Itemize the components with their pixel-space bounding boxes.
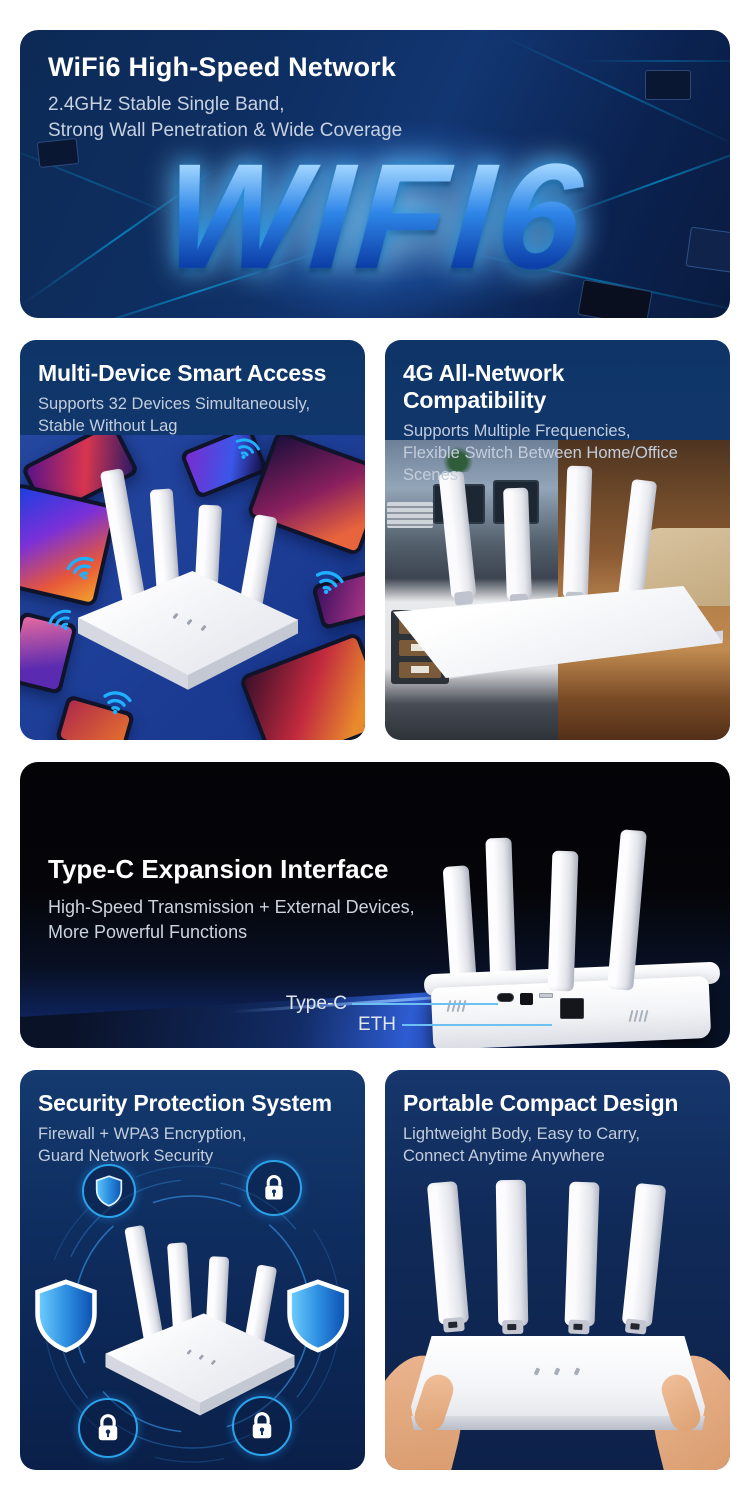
compatibility-subtitle: Supports Multiple Frequencies, Flexible … bbox=[403, 421, 712, 486]
security-subtitle: Firewall + WPA3 Encryption, Guard Networ… bbox=[38, 1124, 347, 1168]
multi-device-title: Multi-Device Smart Access bbox=[38, 360, 327, 386]
drawer-label bbox=[411, 644, 429, 651]
router-top bbox=[393, 586, 723, 678]
multi-device-scene bbox=[20, 435, 365, 740]
router-edge bbox=[411, 1416, 705, 1430]
eth-port bbox=[560, 998, 584, 1019]
antenna bbox=[564, 1181, 600, 1327]
compatibility-scene bbox=[385, 440, 730, 740]
shield-icon bbox=[30, 1279, 102, 1353]
antenna bbox=[426, 1180, 470, 1326]
sim-slot bbox=[539, 993, 553, 998]
portable-subtitle-line2: Connect Anytime Anywhere bbox=[403, 1146, 605, 1165]
wifi-icon bbox=[48, 609, 71, 631]
typec-callout-line bbox=[352, 1003, 498, 1005]
compatibility-header: 4G All-Network Compatibility Supports Mu… bbox=[385, 340, 730, 486]
portable-scene bbox=[385, 1158, 730, 1470]
portable-title: Portable Compact Design bbox=[403, 1090, 679, 1116]
router-top bbox=[411, 1336, 705, 1422]
drawer bbox=[399, 662, 441, 678]
plant-graphic bbox=[443, 446, 473, 472]
hero-subtitle: 2.4GHz Stable Single Band, Strong Wall P… bbox=[48, 92, 402, 144]
security-subtitle-line2: Guard Network Security bbox=[38, 1146, 214, 1165]
multi-device-subtitle-line2: Stable Without Lag bbox=[38, 416, 178, 435]
security-title: Security Protection System bbox=[38, 1090, 332, 1116]
wifi-icon bbox=[235, 438, 260, 459]
antenna bbox=[547, 850, 579, 992]
typec-title: Type-C Expansion Interface bbox=[48, 854, 389, 884]
compatibility-panel: 4G All-Network Compatibility Supports Mu… bbox=[385, 340, 730, 740]
wifi6-glow-text: WIFI6 bbox=[20, 126, 730, 306]
lock-icon bbox=[232, 1396, 292, 1456]
compatibility-subtitle-line2: Flexible Switch Between Home/Office Scen… bbox=[403, 443, 678, 484]
router-graphic bbox=[105, 1220, 295, 1422]
hero-title: WiFi6 High-Speed Network bbox=[48, 52, 397, 82]
typec-header: Type-C Expansion Interface High-Speed Tr… bbox=[48, 854, 415, 945]
antenna bbox=[124, 1224, 165, 1349]
paper-stack-graphic bbox=[387, 502, 433, 528]
hero-panel: WiFi6 High-Speed Network 2.4GHz Stable S… bbox=[20, 30, 730, 318]
security-header: Security Protection System Firewall + WP… bbox=[20, 1070, 365, 1168]
vent-grille bbox=[628, 1009, 649, 1023]
glow-effect bbox=[170, 120, 610, 318]
lock-icon bbox=[78, 1398, 138, 1458]
eth-callout-label: ETH bbox=[358, 1014, 396, 1035]
shield-icon bbox=[282, 1279, 354, 1353]
security-scene bbox=[20, 1160, 365, 1470]
typec-port bbox=[497, 993, 514, 1002]
portable-subtitle-line1: Lightweight Body, Easy to Carry, bbox=[403, 1125, 640, 1143]
portable-subtitle: Lightweight Body, Easy to Carry, Connect… bbox=[403, 1124, 712, 1168]
antenna bbox=[495, 1179, 529, 1327]
portable-header: Portable Compact Design Lightweight Body… bbox=[385, 1070, 730, 1168]
security-subtitle-line1: Firewall + WPA3 Encryption, bbox=[38, 1125, 247, 1143]
typec-panel: Type-C Expansion Interface High-Speed Tr… bbox=[20, 762, 730, 1048]
hero-subtitle-line2: Strong Wall Penetration & Wide Coverage bbox=[48, 120, 403, 142]
router-leds bbox=[533, 1367, 581, 1376]
power-port bbox=[520, 993, 533, 1005]
typec-subtitle: High-Speed Transmission + External Devic… bbox=[48, 895, 415, 945]
antenna bbox=[485, 837, 517, 991]
wifi6-front-text: WIFI6 bbox=[159, 126, 592, 306]
multi-device-subtitle-line1: Supports 32 Devices Simultaneously, bbox=[38, 395, 311, 413]
compatibility-title: 4G All-Network Compatibility bbox=[403, 360, 565, 413]
shield-icon bbox=[82, 1164, 136, 1218]
wifi-icon bbox=[103, 691, 132, 715]
antenna bbox=[99, 468, 148, 612]
typec-subtitle-line1: High-Speed Transmission + External Devic… bbox=[48, 897, 415, 917]
router-graphic bbox=[78, 463, 298, 698]
security-panel: Security Protection System Firewall + WP… bbox=[20, 1070, 365, 1470]
router-graphic bbox=[393, 465, 723, 679]
antenna bbox=[503, 487, 532, 601]
hero-header: WiFi6 High-Speed Network 2.4GHz Stable S… bbox=[48, 52, 402, 144]
antenna bbox=[621, 1182, 667, 1328]
multi-device-panel: Multi-Device Smart Access Supports 32 De… bbox=[20, 340, 365, 740]
compatibility-subtitle-line1: Supports Multiple Frequencies, bbox=[403, 422, 631, 440]
portable-panel: Portable Compact Design Lightweight Body… bbox=[385, 1070, 730, 1470]
vent-grille bbox=[446, 999, 467, 1013]
wifi-icon bbox=[66, 556, 94, 580]
multi-device-header: Multi-Device Smart Access Supports 32 De… bbox=[20, 340, 365, 438]
drawer-label bbox=[411, 666, 429, 673]
wifi-icon bbox=[315, 571, 344, 595]
typec-callout-label: Type-C bbox=[285, 993, 347, 1014]
chip-graphic bbox=[645, 70, 691, 100]
hero-subtitle-line1: 2.4GHz Stable Single Band, bbox=[48, 94, 285, 115]
wifi6-3d-text: WIFI6 WIFI6 bbox=[20, 126, 730, 306]
circuit-trace bbox=[580, 60, 730, 62]
typec-subtitle-line2: More Powerful Functions bbox=[48, 922, 248, 943]
multi-device-subtitle: Supports 32 Devices Simultaneously, Stab… bbox=[38, 394, 347, 438]
lock-icon bbox=[246, 1160, 302, 1216]
eth-callout-line bbox=[402, 1024, 552, 1026]
